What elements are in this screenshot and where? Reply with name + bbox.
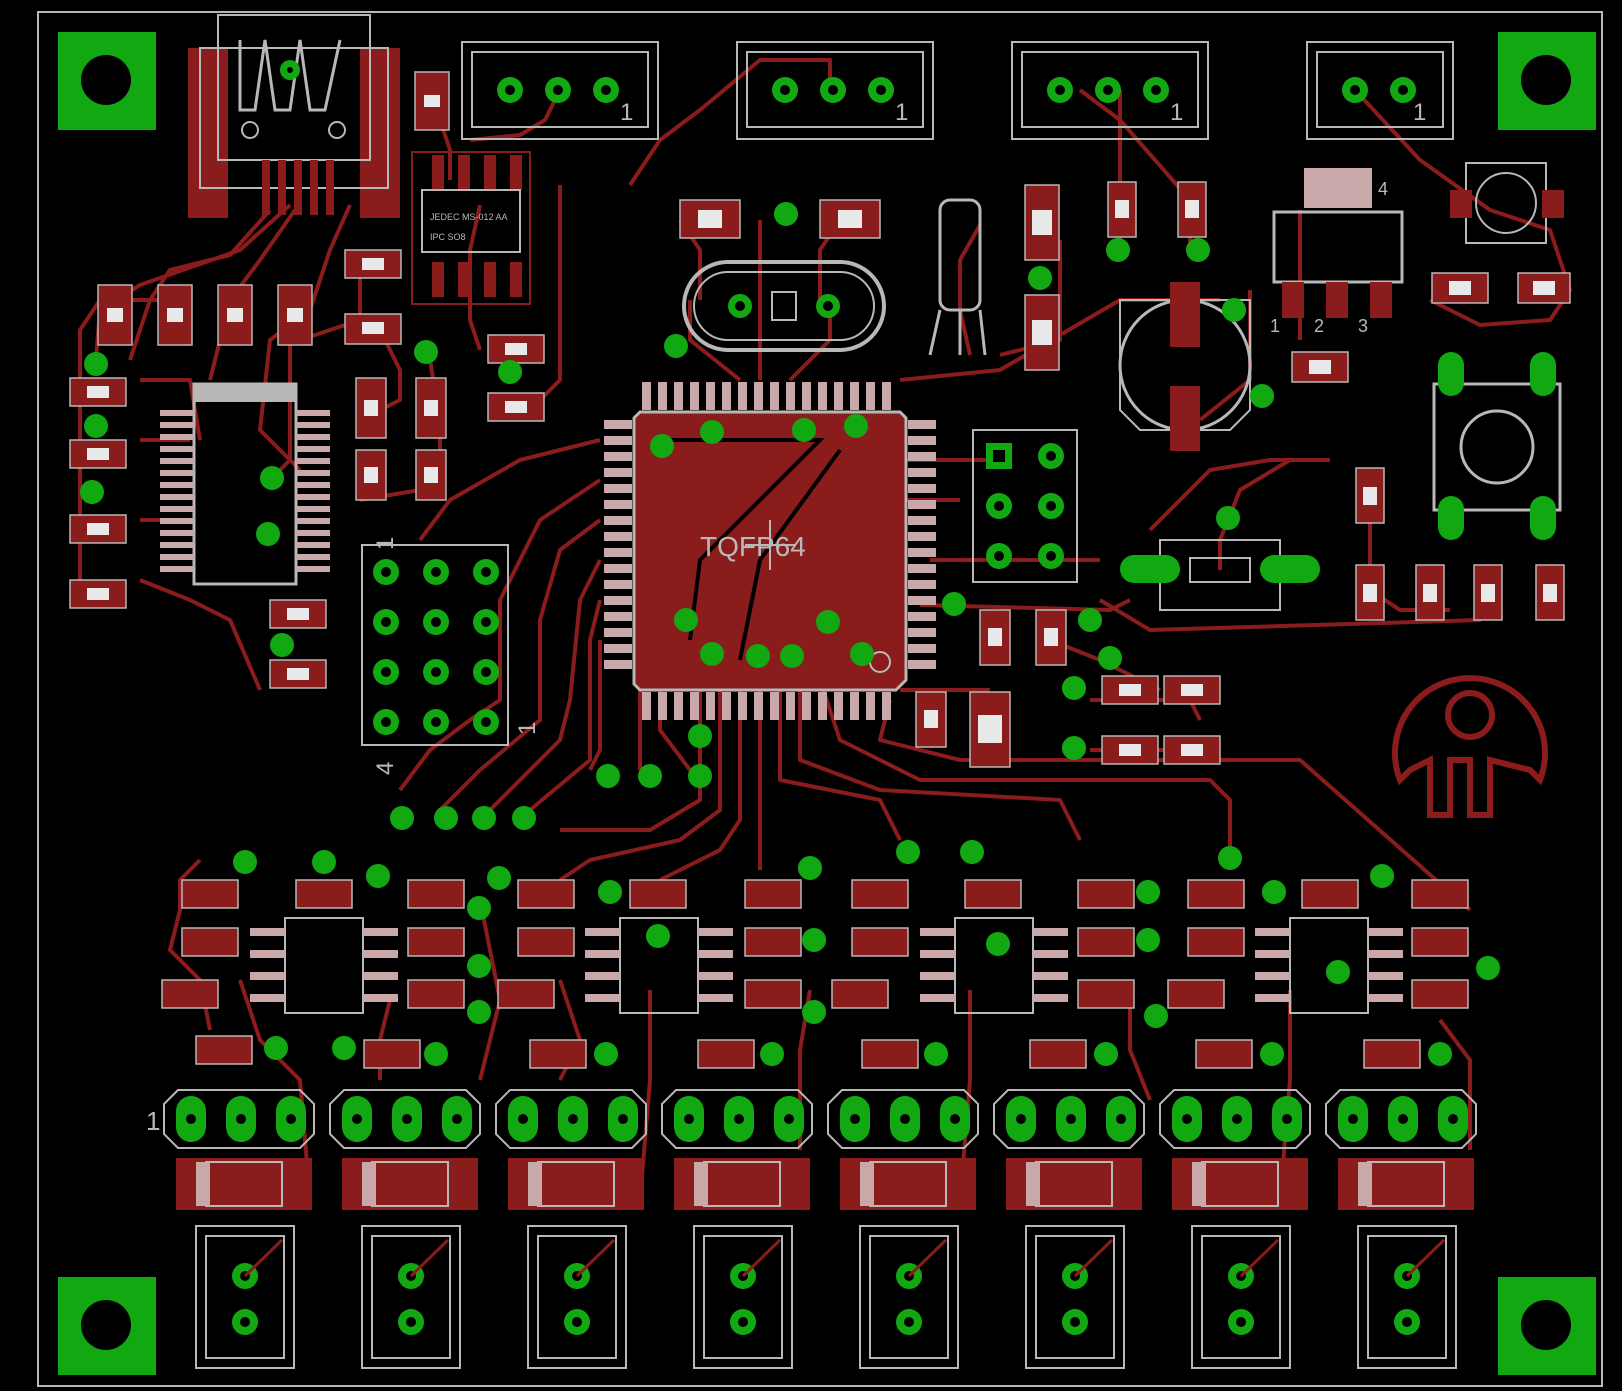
diode-6 <box>1006 1158 1142 1210</box>
crystal <box>682 260 886 352</box>
driver-ics <box>250 917 1403 1014</box>
servo-header-1-pin1-label: 1 <box>146 1106 160 1136</box>
diode-5 <box>840 1158 976 1210</box>
mounting-hole-top-left <box>58 32 156 130</box>
connector-2-pin1-label: 1 <box>895 99 908 126</box>
power-diodes <box>176 1158 1474 1210</box>
driver-ic-1 <box>250 917 398 1014</box>
voltage-regulator: 1 2 3 4 <box>1270 168 1404 336</box>
mcu-package-label: TQFP64 <box>700 531 806 562</box>
mounting-hole-bottom-right <box>1498 1277 1596 1375</box>
diode-7 <box>1172 1158 1308 1210</box>
connector-2: 1 <box>736 41 934 140</box>
driver-ic-3 <box>920 917 1068 1014</box>
connector-3-pin1-label: 1 <box>1170 99 1183 126</box>
transistor-to92 <box>928 198 987 356</box>
regulator-tab-label: 4 <box>1378 179 1388 199</box>
diode-1 <box>176 1158 312 1210</box>
smd-passive-centers <box>87 95 1557 756</box>
diode-2 <box>342 1158 478 1210</box>
connector-1: 1 <box>461 41 659 140</box>
top-connectors: 1 1 1 1 <box>461 41 1454 140</box>
top-right-led <box>1450 162 1564 244</box>
soic8-ic: JEDEC MS-012 AA IPC SO8 <box>411 151 531 305</box>
header-2x3-right <box>972 429 1078 583</box>
mounting-hole-top-right <box>1498 32 1596 130</box>
tactile-switch <box>1432 352 1562 540</box>
driver-area-passives <box>161 879 1469 1069</box>
resonator <box>1120 539 1320 611</box>
header-right-pin1-label: 1 <box>514 722 541 735</box>
connector-3: 1 <box>1011 41 1209 140</box>
diode-8 <box>1338 1158 1474 1210</box>
mcu-pins-top <box>642 382 891 410</box>
regulator-pin2-label: 2 <box>1314 316 1324 336</box>
logo-mascot <box>1392 675 1548 818</box>
vias <box>80 202 1500 1066</box>
mcu-tqfp64: TQFP64 <box>604 382 936 720</box>
terminal-blocks <box>195 1225 1457 1369</box>
header-pin1-label: 1 <box>372 537 399 550</box>
terminal-block-pads <box>232 1238 1446 1335</box>
connector-4-pin1-label: 1 <box>1413 99 1426 126</box>
board-outline <box>37 11 1603 1387</box>
mcu-pins-left <box>604 420 632 669</box>
mounting-hole-bottom-left <box>58 1277 156 1375</box>
usb-connector <box>188 14 400 218</box>
mounting-holes <box>58 32 1596 1375</box>
driver-ic-4 <box>1255 917 1403 1014</box>
servo-headers: 1 <box>146 1089 1477 1149</box>
driver-ic-2 <box>585 917 733 1014</box>
header-pin4-label: 4 <box>372 762 399 775</box>
diode-3 <box>508 1158 644 1210</box>
connector-4: 1 <box>1306 41 1454 140</box>
soic-label-line1: JEDEC MS-012 AA <box>430 212 508 222</box>
regulator-pin1-label: 1 <box>1270 316 1280 336</box>
regulator-pin3-label: 3 <box>1358 316 1368 336</box>
left-ssop-ic <box>160 382 330 586</box>
electrolytic-capacitor <box>1118 282 1252 451</box>
header-2x4-left: 1 4 1 <box>361 537 541 775</box>
mcu-pins-right <box>908 420 936 669</box>
soic-label-line2: IPC SO8 <box>430 232 466 242</box>
diode-4 <box>674 1158 810 1210</box>
mcu-pins-bottom <box>642 692 891 720</box>
connector-1-pin1-label: 1 <box>620 99 633 126</box>
